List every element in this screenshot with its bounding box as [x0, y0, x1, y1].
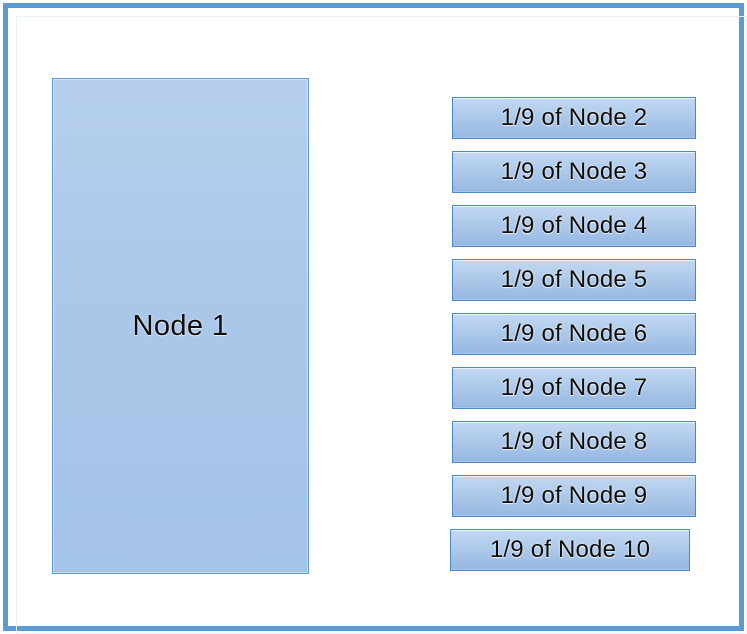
fraction-block-node-7[interactable]: 1/9 of Node 7 — [452, 367, 696, 409]
fraction-block-node-9[interactable]: 1/9 of Node 9 — [452, 475, 696, 517]
fraction-block-node-3[interactable]: 1/9 of Node 3 — [452, 151, 696, 193]
fraction-block-label: 1/9 of Node 5 — [500, 266, 648, 293]
fraction-block-node-4[interactable]: 1/9 of Node 4 — [452, 205, 696, 247]
fraction-block-label: 1/9 of Node 7 — [500, 374, 648, 401]
fraction-block-node-10[interactable]: 1/9 of Node 10 — [450, 529, 690, 571]
fraction-block-node-5[interactable]: 1/9 of Node 5 — [452, 259, 696, 301]
fraction-block-label: 1/9 of Node 8 — [500, 428, 648, 455]
fraction-block-label: 1/9 of Node 4 — [500, 212, 648, 239]
node-1-label: Node 1 — [132, 309, 229, 342]
node-1-block[interactable]: Node 1 — [52, 78, 309, 574]
fraction-block-label: 1/9 of Node 2 — [500, 104, 648, 131]
fraction-block-label: 1/9 of Node 9 — [500, 482, 648, 509]
fraction-block-node-8[interactable]: 1/9 of Node 8 — [452, 421, 696, 463]
fraction-block-label: 1/9 of Node 3 — [500, 158, 648, 185]
fraction-block-label: 1/9 of Node 10 — [489, 536, 651, 563]
fraction-block-column: 1/9 of Node 2 1/9 of Node 3 1/9 of Node … — [450, 97, 696, 571]
fraction-block-node-2[interactable]: 1/9 of Node 2 — [452, 97, 696, 139]
fraction-block-node-6[interactable]: 1/9 of Node 6 — [452, 313, 696, 355]
fraction-block-label: 1/9 of Node 6 — [500, 320, 648, 347]
